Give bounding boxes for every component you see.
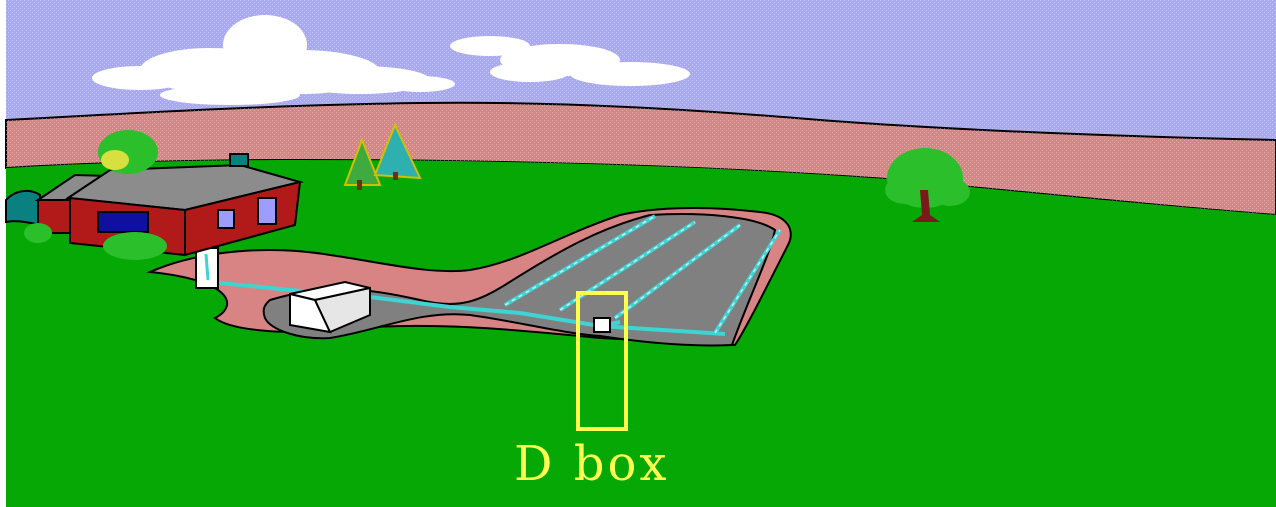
- distribution-box-icon: [594, 318, 610, 332]
- d-box-label: D box: [514, 440, 669, 488]
- tree-icon: [98, 130, 158, 174]
